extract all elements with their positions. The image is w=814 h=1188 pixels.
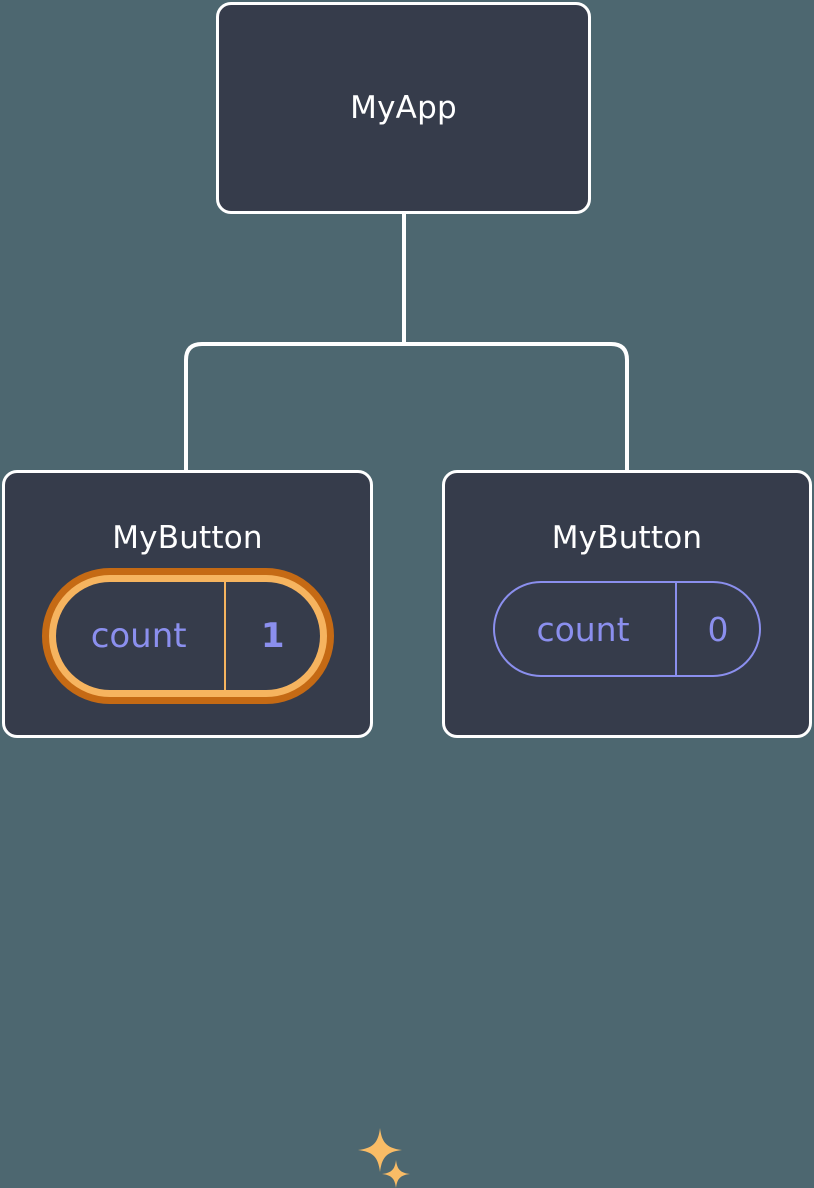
- component-node-myapp[interactable]: MyApp: [216, 2, 591, 214]
- connector-branch-left: [184, 342, 404, 470]
- state-pill-inner: count 1: [55, 582, 320, 690]
- state-value: 0: [675, 583, 759, 675]
- state-pill-highlighted[interactable]: count 1: [41, 568, 334, 704]
- component-title: MyButton: [112, 520, 263, 556]
- sparkle-icon: [381, 1160, 410, 1188]
- state-label: count: [90, 616, 187, 656]
- component-node-mybutton-right[interactable]: MyButton count 0: [442, 470, 812, 738]
- state-pill-wrapper: count 1: [41, 568, 410, 1188]
- state-value: 1: [223, 582, 320, 690]
- component-node-mybutton-left[interactable]: MyButton count 1: [2, 470, 410, 1188]
- state-pill-plain[interactable]: count 0: [493, 581, 761, 677]
- connector-branch-right: [404, 342, 629, 470]
- component-title: MyApp: [350, 89, 457, 126]
- component-title: MyButton: [551, 520, 703, 556]
- state-label: count: [536, 609, 630, 649]
- sparkle-icon: [357, 1128, 402, 1172]
